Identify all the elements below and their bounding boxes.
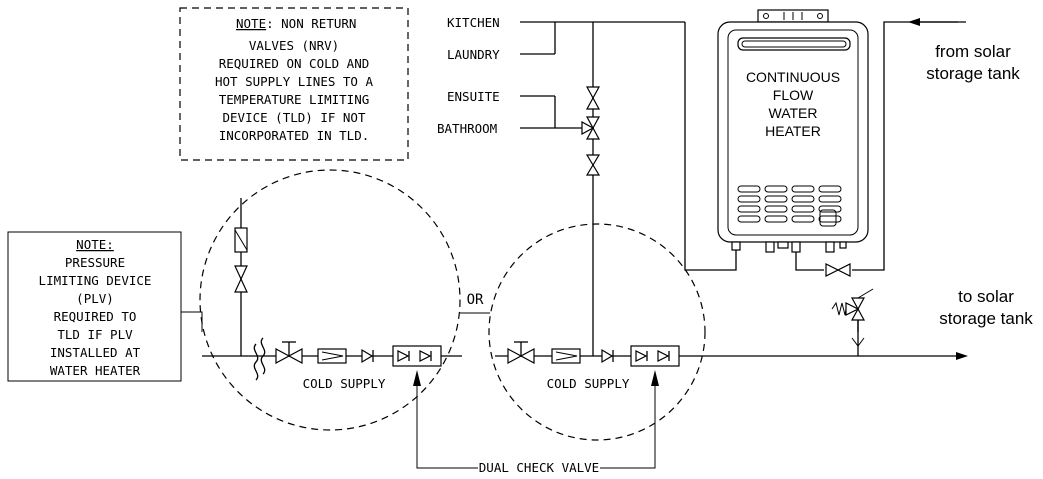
isolation-valve-icon xyxy=(275,347,291,365)
nrv-note: NOTE: NON RETURN VALVES (NRV) REQUIRED O… xyxy=(179,7,409,161)
nrv-note-line-6: INCORPORATED IN TLD. xyxy=(219,128,370,143)
left-cold-supply-assembly: COLD SUPPLY xyxy=(202,198,462,391)
cold-riser xyxy=(520,21,685,356)
dual-check-valve-left-icon xyxy=(392,345,442,367)
option-a-circle xyxy=(199,169,461,431)
heater-control-panel xyxy=(819,209,837,227)
plv-note-line-0: PRESSURE xyxy=(65,255,125,270)
nrv-right-icon xyxy=(601,348,614,364)
dual-check-valve-right-icon xyxy=(630,345,680,367)
right-cold-supply-label: COLD SUPPLY xyxy=(547,376,630,391)
nrv-note-line-5: DEVICE (TLD) IF NOT xyxy=(223,110,366,125)
option-b-circle xyxy=(488,223,706,441)
left-cold-supply-label: COLD SUPPLY xyxy=(303,376,386,391)
riser-valve-3-icon xyxy=(585,154,601,167)
from-solar-line-0: from solar xyxy=(935,42,1011,61)
heater-label-3: HEATER xyxy=(765,123,821,139)
nrv-note-line-2: REQUIRED ON COLD AND xyxy=(219,56,370,71)
nrv-icon xyxy=(361,348,374,364)
plv-note-line-1: LIMITING DEVICE xyxy=(39,273,152,288)
hot-supply-pipe xyxy=(684,22,737,271)
plv-note-line-2: (PLV) xyxy=(76,291,114,306)
tempering-valve-icon xyxy=(585,116,601,130)
from-solar-arrow-icon xyxy=(908,18,920,26)
plv-note-line-3: REQUIRED TO xyxy=(54,309,137,324)
riser-valve-1-icon xyxy=(585,86,601,100)
isolation-valve-right-icon xyxy=(507,347,523,365)
flex-hose-icon xyxy=(253,343,259,381)
nrv-note-line-4: TEMPERATURE LIMITING xyxy=(219,92,370,107)
nrv-note-line-3: HOT SUPPLY LINES TO A xyxy=(215,74,374,89)
plv-note-leader xyxy=(181,311,203,332)
or-label: OR xyxy=(467,292,484,308)
to-solar-line-1: storage tank xyxy=(939,309,1033,328)
plv-note-line-5: INSTALLED AT xyxy=(50,345,141,360)
dual-check-valve-callout: DUAL CHECK VALVE xyxy=(413,370,659,475)
branch-valve-icon xyxy=(234,265,248,281)
to-solar-line-0: to solar xyxy=(958,287,1014,306)
heater-label-1: FLOW xyxy=(773,87,814,103)
water-heater: CONTINUOUS FLOW WATER HEATER xyxy=(717,9,869,253)
from-solar-line-1: storage tank xyxy=(926,64,1020,83)
outlet-bathroom: BATHROOM xyxy=(437,121,497,136)
plv-note: NOTE: PRESSURE LIMITING DEVICE (PLV) REQ… xyxy=(7,231,203,382)
relief-valve xyxy=(831,288,874,356)
outlet-ensuite: ENSUITE xyxy=(447,89,500,104)
heater-label-0: CONTINUOUS xyxy=(746,69,840,85)
plv-note-line-4: TLD IF PLV xyxy=(57,327,133,342)
right-cold-supply-assembly: COLD SUPPLY xyxy=(495,341,910,391)
outlet-kitchen: KITCHEN xyxy=(447,15,500,30)
solar-inlet-valve-icon xyxy=(825,263,840,277)
nrv-note-line-1: VALVES (NRV) xyxy=(249,38,339,53)
nrv-note-title: NOTE: NON RETURN xyxy=(236,16,356,31)
outlet-laundry: LAUNDRY xyxy=(447,47,500,62)
plv-note-title: NOTE: xyxy=(76,237,114,252)
dual-check-valve-label: DUAL CHECK VALVE xyxy=(479,460,599,475)
heater-label-2: WATER xyxy=(769,105,818,121)
to-solar-arrow-icon xyxy=(956,352,968,360)
plv-note-line-6: WATER HEATER xyxy=(50,363,141,378)
